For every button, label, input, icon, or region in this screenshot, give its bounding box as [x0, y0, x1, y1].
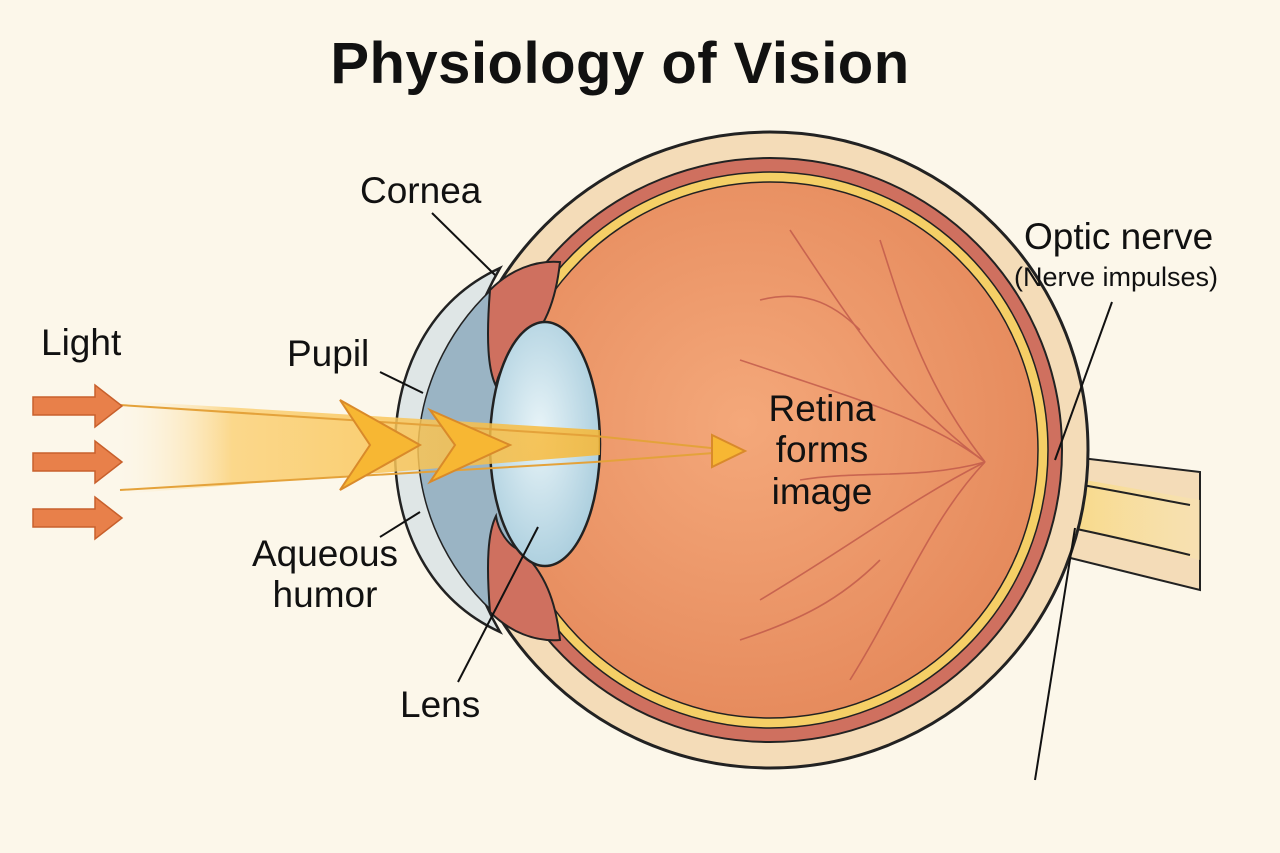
light-arrow-3	[32, 495, 124, 541]
optic-nerve-leader	[1054, 301, 1113, 461]
label-optic-nerve-sub: (Nerve impulses)	[1014, 262, 1219, 292]
label-aqueous-humor: Aqueous humor	[245, 533, 405, 616]
optic-nerve-lower-leader	[1034, 527, 1076, 781]
incoming-light-arrows	[32, 383, 124, 541]
label-optic-nerve: Optic nerve	[1024, 216, 1214, 257]
label-retina-line3: image	[771, 470, 873, 512]
label-retina-line1: Retina	[768, 388, 876, 429]
label-aqueous-line2: humor	[272, 574, 378, 616]
label-pupil: Pupil	[287, 333, 370, 374]
light-arrow-1	[32, 383, 124, 429]
label-aqueous-line1: Aqueous	[251, 533, 399, 574]
leader-lines	[379, 212, 1113, 781]
label-cornea: Cornea	[360, 170, 482, 211]
page-title: Physiology of Vision	[330, 31, 910, 96]
label-retina: Retina forms image	[752, 388, 892, 512]
beam-arrowhead	[711, 433, 748, 469]
aqueous-leader	[379, 511, 421, 538]
retinal-vessels	[739, 229, 986, 681]
light-beam	[110, 400, 600, 495]
label-lens: Lens	[400, 684, 481, 725]
label-retina-line2: forms	[775, 429, 869, 471]
light-ray-bottom	[119, 450, 741, 491]
beam-chevron-1	[339, 399, 423, 491]
light-ray-top	[119, 404, 741, 452]
light-arrow-2	[32, 439, 124, 485]
lens-leader	[457, 526, 539, 683]
label-light: Light	[41, 322, 122, 363]
beam-chevron-2	[427, 407, 513, 485]
pupil-leader	[379, 371, 424, 394]
cornea-leader	[431, 212, 496, 276]
